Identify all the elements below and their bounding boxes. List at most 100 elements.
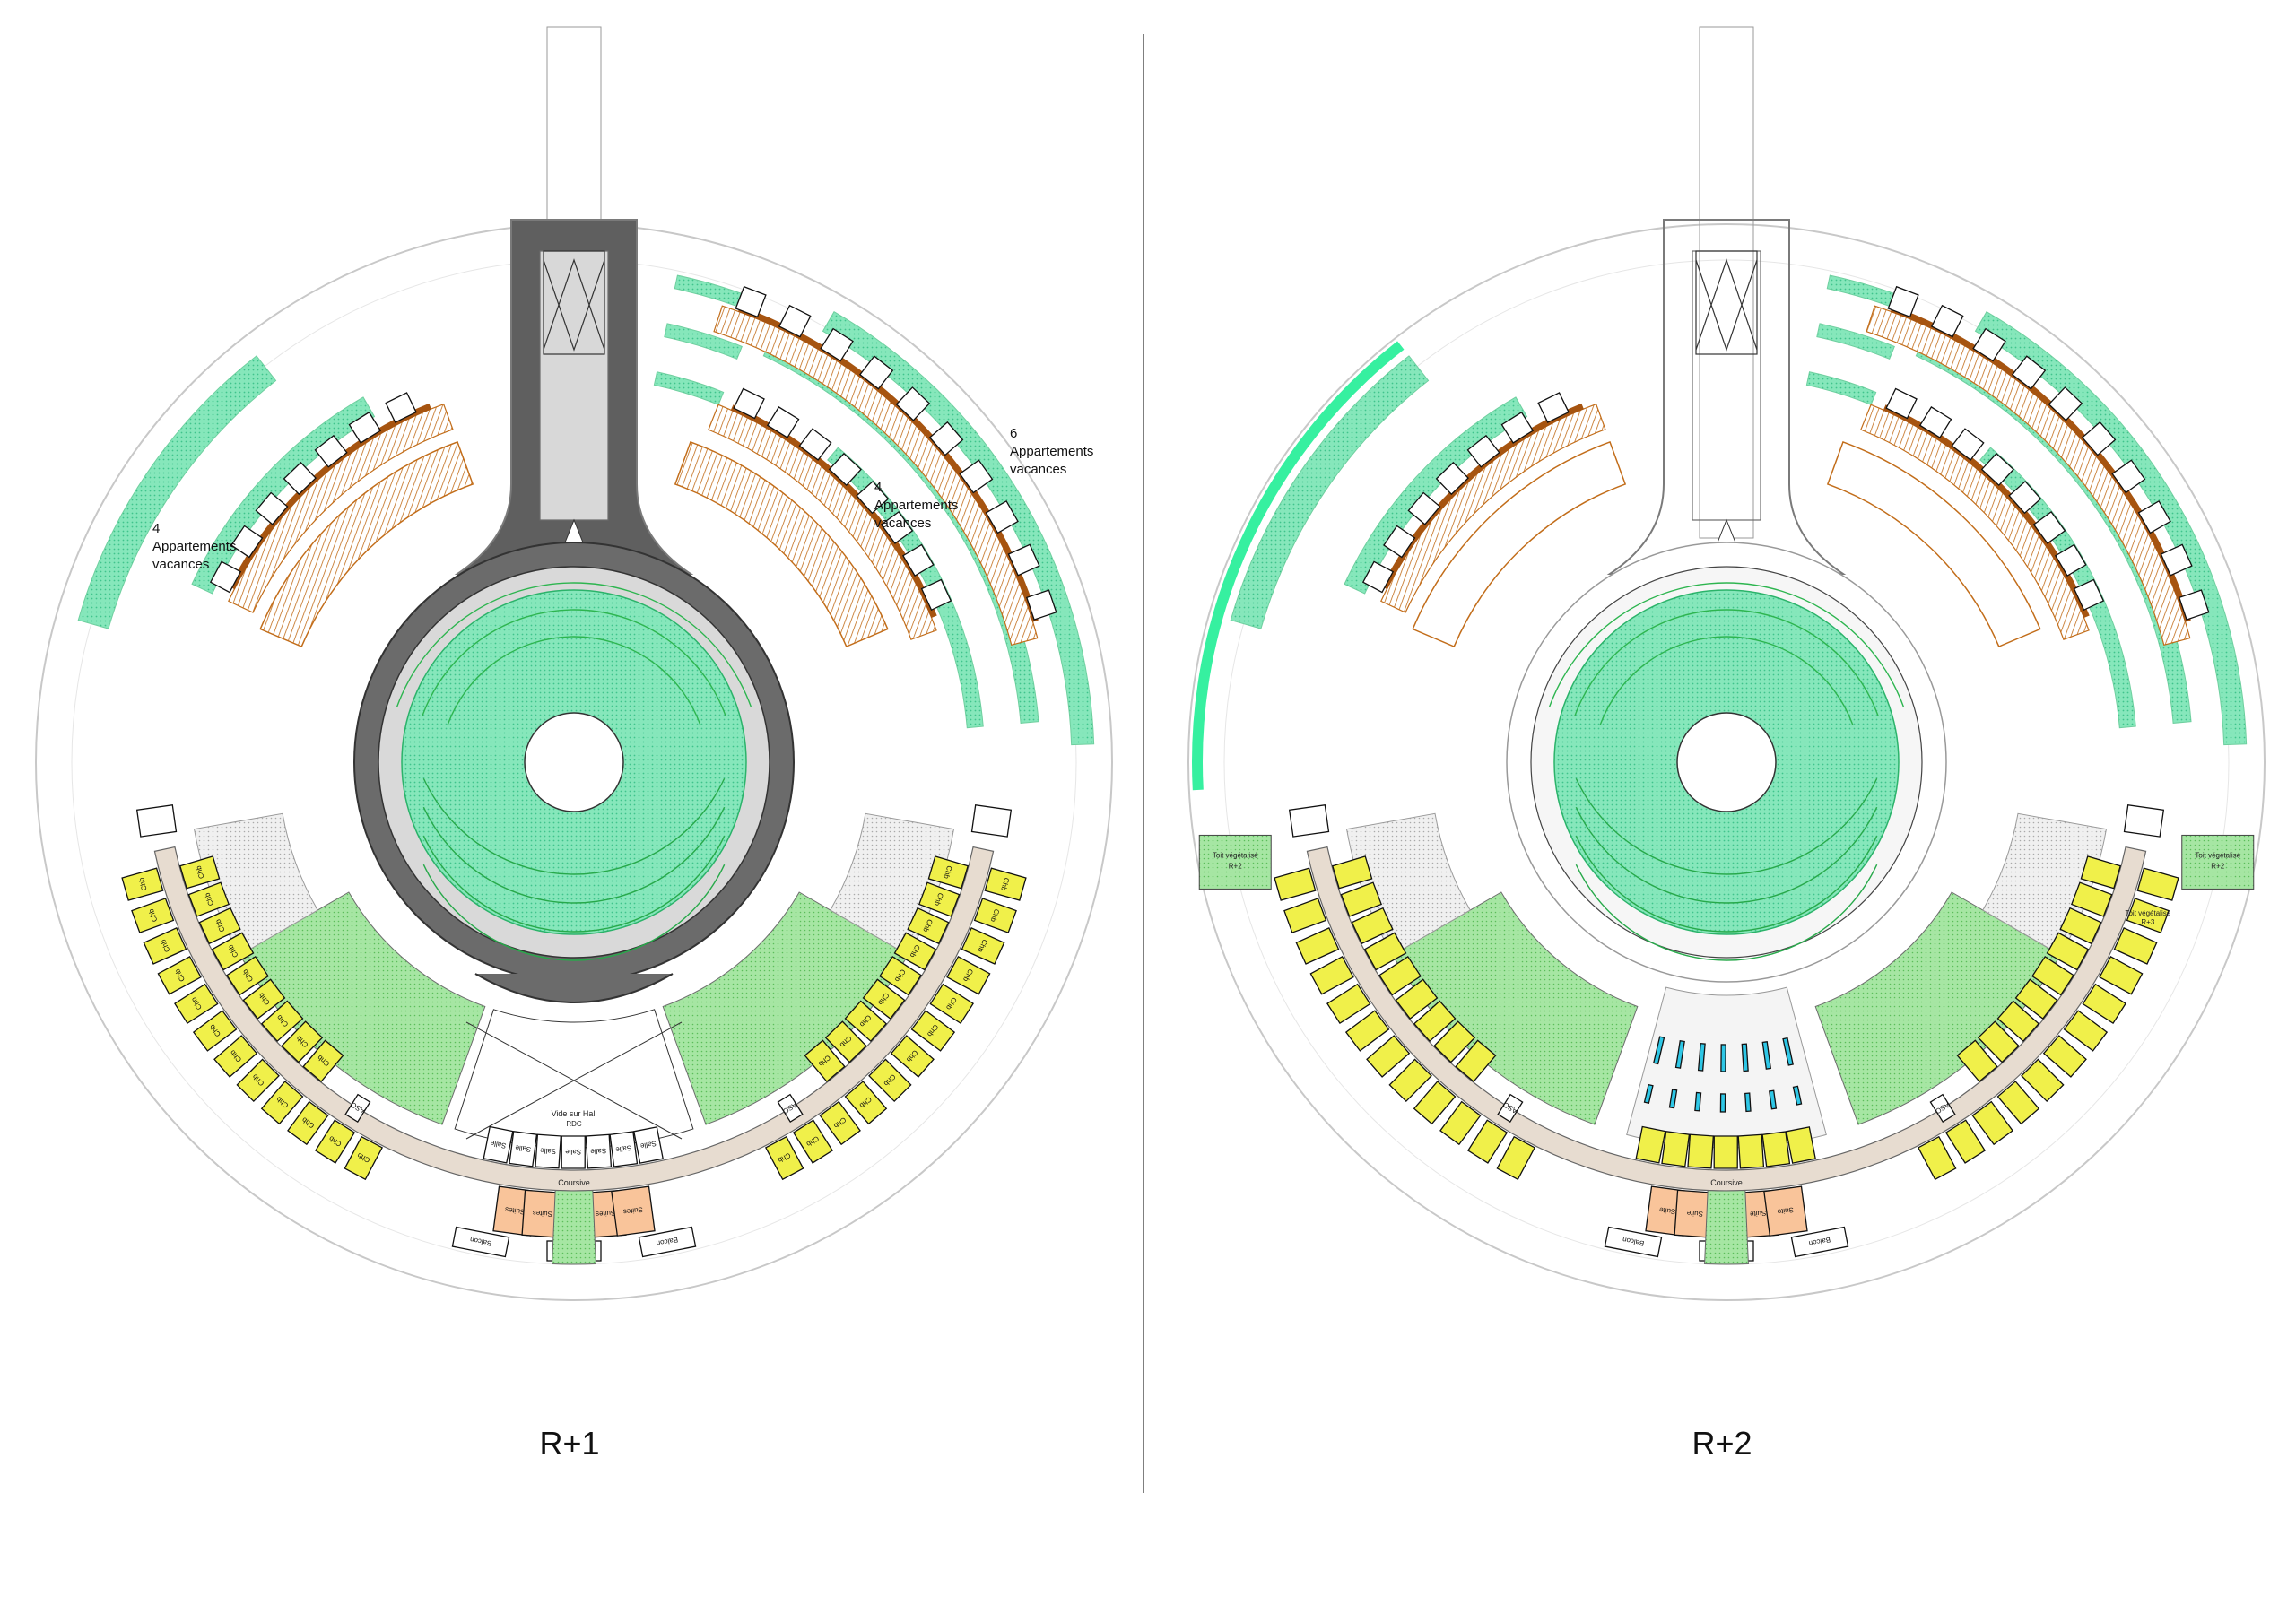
apartment-unit-nw-4: [1466, 434, 1500, 468]
apartment-unit-ne-6-shape: [902, 543, 935, 577]
room-outer-w-0-shape: [344, 1135, 384, 1181]
meeting-room-5: Salle: [509, 1131, 538, 1167]
apartment-unit-ne-1-shape: [1918, 406, 1952, 438]
stair-core-e: [2123, 804, 2165, 838]
room-outer-e-11-shape: [984, 867, 1027, 901]
meeting-room-3: [1713, 1135, 1738, 1169]
skylight-0: [1782, 1037, 1794, 1066]
road-lane: [539, 250, 609, 521]
svg-text:vacances: vacances: [152, 557, 209, 572]
room-outer-w-3: [1413, 1081, 1457, 1125]
apartment-unit-ne-2: [798, 428, 832, 461]
meeting-room-3-shape: [561, 1135, 586, 1169]
lawn-terrace-2: [447, 636, 701, 725]
meeting-room-4-label: Salle: [539, 1146, 556, 1155]
apartment-unit-ne-outer-9: [2178, 589, 2210, 621]
skylight-0-shape: [1782, 1037, 1794, 1066]
room-outer-e-9-shape: [2113, 927, 2158, 965]
apartment-unit-nw-5: [348, 411, 382, 444]
room-outer-w-5-shape: [213, 1035, 258, 1078]
room-outer-w-2-shape: [1439, 1100, 1482, 1146]
coursive: [1306, 846, 2147, 1192]
room-inner-w-6-shape: [198, 907, 241, 945]
suite-2-label: Suite: [1749, 1209, 1766, 1218]
room-inner-e-8-label: Chb: [942, 864, 953, 880]
stair-core-e-shape: [970, 804, 1013, 838]
room-inner-e-4-shape: [879, 956, 922, 996]
room-outer-e-9: [2113, 927, 2158, 965]
room-outer-e-6-shape: [910, 1010, 956, 1052]
room-outer-w-4: [1388, 1058, 1432, 1103]
room-inner-w-1: [1433, 1020, 1476, 1063]
suite-1-label: Suite: [1686, 1209, 1703, 1218]
skylight-b-3-shape: [1719, 1093, 1726, 1113]
room-inner-w-1-shape: [1433, 1020, 1476, 1063]
room-inner-w-7-shape: [1340, 881, 1383, 917]
apartment-unit-ne-outer-5-shape: [928, 421, 964, 456]
hall-void-level: RDC: [566, 1120, 582, 1128]
balcon-2-shape: [638, 1226, 697, 1258]
meeting-room-0: [1786, 1126, 1816, 1164]
road-ramp-box: [1695, 250, 1758, 355]
apartment-unit-nw-2: [1407, 491, 1441, 525]
apartment-unit-ne-5: [2032, 510, 2066, 544]
room-outer-e-5-shape: [890, 1035, 935, 1078]
meeting-room-0-label: Salle: [639, 1139, 657, 1150]
room-outer-w-5-shape: [1366, 1035, 1411, 1078]
stair-core-w-shape: [1288, 804, 1330, 838]
apartment-unit-ne-outer-2: [1972, 327, 2006, 362]
apartment-unit-nw-4: [314, 434, 348, 468]
meeting-room-6: Salle: [483, 1125, 514, 1164]
apartment-unit-ne-7-shape: [2073, 578, 2105, 612]
room-outer-w-4-shape: [1388, 1058, 1432, 1103]
room-outer-w-4-shape: [236, 1058, 280, 1103]
plan-r1: Vide sur HallRDCCoursiveSalleSalleSalleS…: [35, 26, 1113, 1301]
green-roof-left-shape: [1198, 834, 1272, 890]
lawn-step-1: [422, 806, 726, 904]
room-outer-w-9: Chb: [143, 927, 187, 965]
apartment-unit-ne-4-shape: [856, 480, 890, 515]
meeting-room-4: [1687, 1133, 1715, 1169]
apartment-unit-ne-outer-1-shape: [1930, 304, 1964, 338]
room-inner-w-7: [1340, 881, 1383, 917]
room-inner-e-5-shape: [2046, 932, 2090, 971]
apartment-unit-nw-5-shape: [1500, 411, 1535, 444]
ring-south-bulge: [474, 973, 674, 1003]
green-roof-right-shape: [2181, 834, 2255, 890]
room-inner-w-0: Chb: [302, 1039, 344, 1083]
room-inner-e-7: [2070, 881, 2113, 917]
stair-core-w: [135, 804, 178, 838]
room-inner-w-6: [1351, 907, 1394, 945]
room-inner-w-2: [1413, 1000, 1457, 1043]
room-inner-w-8: Chb: [178, 855, 221, 890]
room-outer-w-8-shape: [157, 955, 202, 995]
balcon-0-shape: [1604, 1226, 1663, 1258]
coursive: [153, 846, 995, 1192]
room-inner-e-8-shape: [2080, 855, 2122, 890]
annotation-apartments-left: 4 Appartements vacances: [152, 521, 236, 572]
room-inner-e-0-shape: [804, 1039, 846, 1083]
seating-nw: [1412, 440, 1627, 648]
room-inner-w-3-shape: [1395, 978, 1439, 1020]
balcon-2-shape: [1790, 1226, 1849, 1258]
green-roof-left-level: R+2: [1229, 862, 1242, 870]
plan-title-r1: R+1: [539, 1425, 599, 1462]
room-outer-w-0: Chb: [344, 1135, 384, 1181]
room-outer-w-10-shape: [131, 898, 175, 933]
room-inner-w-8-label: Chb: [195, 864, 206, 880]
coursive-label: Coursive: [1710, 1178, 1743, 1187]
room-outer-w-5: Chb: [213, 1035, 258, 1078]
apartment-unit-ne-outer-1-shape: [778, 304, 812, 338]
stair-core-e: [970, 804, 1013, 838]
room-outer-w-4: Chb: [236, 1058, 280, 1103]
room-inner-w-7: Chb: [187, 881, 230, 917]
elevator-e-shape: [1929, 1093, 1956, 1124]
room-outer-e-7-shape: [929, 983, 974, 1025]
skylight-b-5: [1668, 1089, 1678, 1109]
skylight-b-2: [1744, 1092, 1752, 1113]
skylight-2: [1741, 1043, 1749, 1072]
room-inner-e-1-shape: [1977, 1020, 2020, 1063]
skylight-6-shape: [1653, 1036, 1665, 1065]
room-outer-e-0-shape: [1917, 1135, 1957, 1181]
